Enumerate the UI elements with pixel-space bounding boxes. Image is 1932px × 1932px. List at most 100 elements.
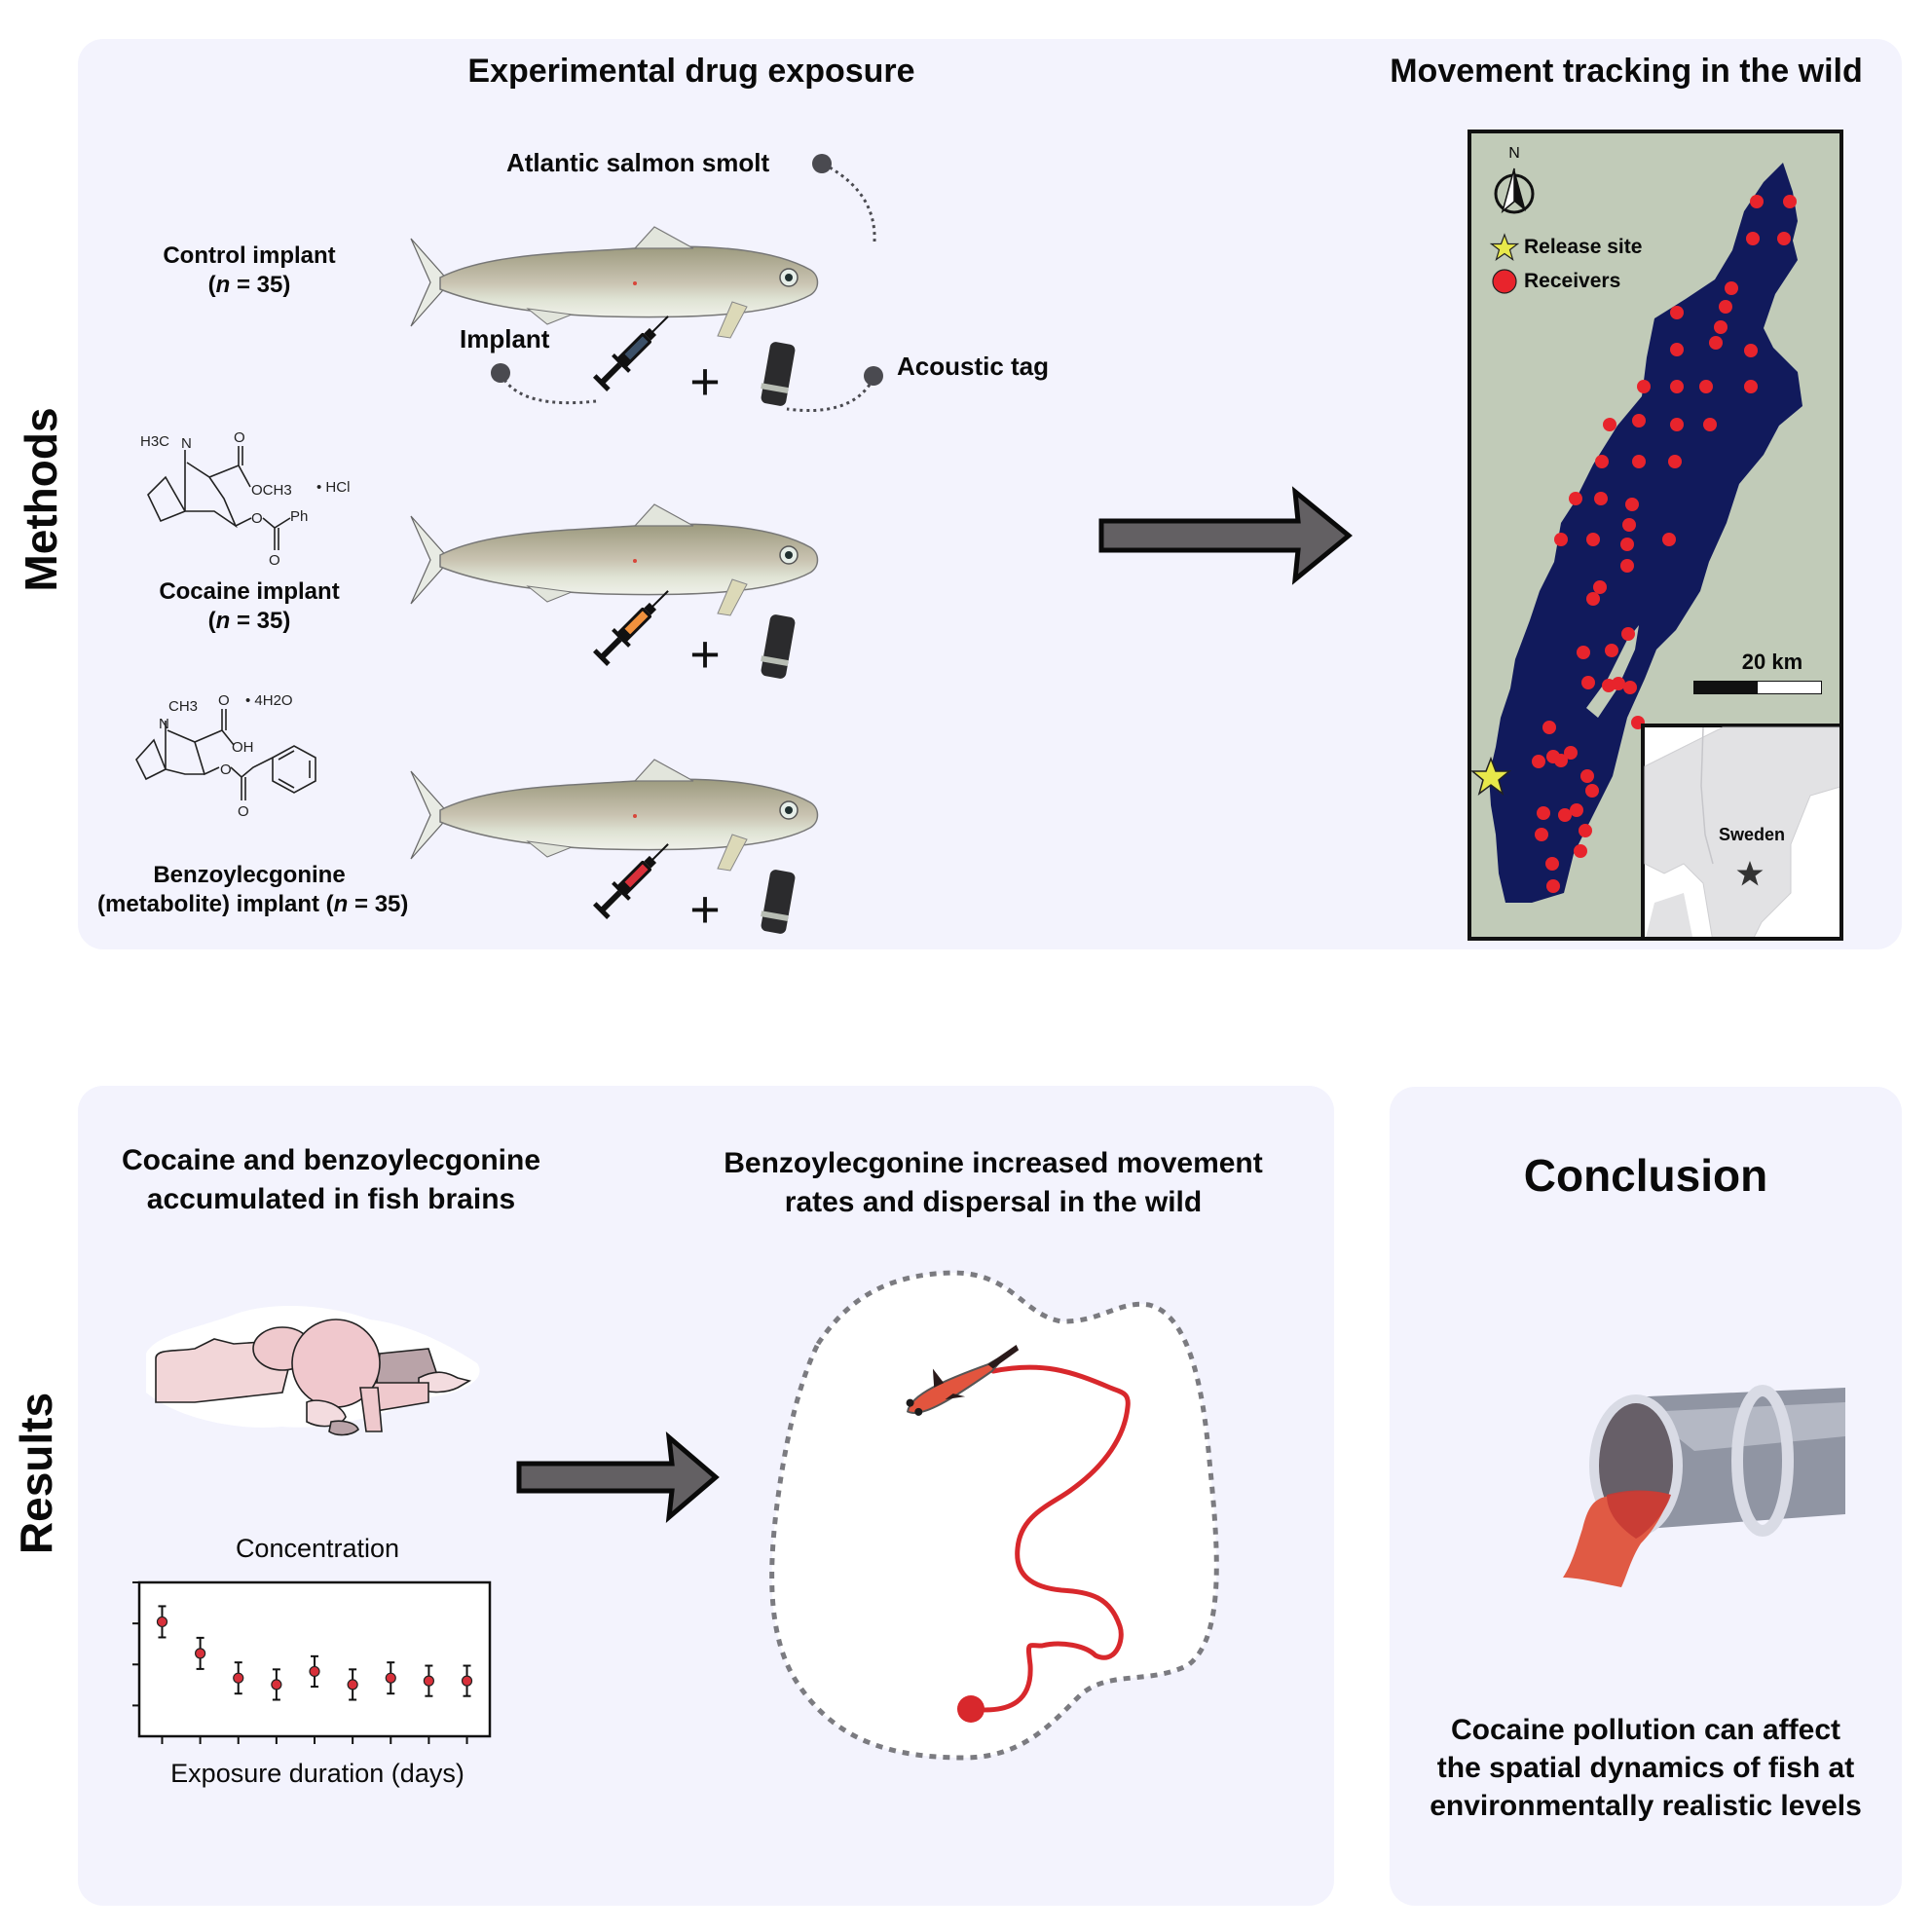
star-icon xyxy=(1489,233,1520,261)
cocaine-structure: H3C N O OCH3 • HCl O Ph O xyxy=(140,429,350,569)
data-marker xyxy=(195,1648,206,1659)
scale-bar: 20 km xyxy=(1693,650,1822,694)
conclusion-text: Cocaine pollution can affect the spatial… xyxy=(1390,1711,1902,1825)
swimming-fish-icon xyxy=(906,1344,1020,1416)
fish-brain-illustration xyxy=(146,1305,480,1436)
syringe-icon-benzoylecgonine xyxy=(592,843,669,919)
receiver-marker xyxy=(1744,344,1758,357)
north-arrow: N xyxy=(1493,145,1536,223)
scale-label: 20 km xyxy=(1741,650,1803,674)
data-point xyxy=(461,1664,473,1697)
receiver-marker xyxy=(1719,300,1732,314)
dispersal-boundary xyxy=(769,1270,1219,1761)
cocaine-group-n: (n = 35) xyxy=(207,608,291,634)
cocaine-o1-label: O xyxy=(234,429,245,446)
receiver-marker xyxy=(1612,677,1625,690)
benzoylecgonine-group-label: Benzoylecgonine (metabolite) implant (n … xyxy=(97,861,408,919)
receiver-marker xyxy=(1579,824,1592,837)
lake-island xyxy=(1586,625,1639,718)
concentration-chart xyxy=(132,1580,492,1744)
receiver-marker xyxy=(1670,418,1684,431)
cocaine-group-name: Cocaine implant xyxy=(159,578,340,605)
legend-item-release-site: Release site xyxy=(1489,231,1642,264)
receiver-marker xyxy=(1585,784,1599,798)
benzoylecgonine-salt-label: • 4H2O xyxy=(245,692,293,709)
receiver-marker xyxy=(1750,195,1764,208)
dispersal-area xyxy=(769,1270,1219,1761)
receiver-marker xyxy=(1670,380,1684,393)
receiver-marker xyxy=(1586,533,1600,546)
receiver-marker xyxy=(1632,414,1646,427)
receiver-marker xyxy=(1558,808,1572,822)
benzoylecgonine-n-label: N xyxy=(159,716,169,732)
chart-x-axis-label: Exposure duration (days) xyxy=(170,1759,464,1788)
receiver-marker xyxy=(1537,806,1550,820)
inset-country-label: Sweden xyxy=(1718,825,1786,844)
receiver-marker xyxy=(1668,455,1682,468)
fish-rows: + + + xyxy=(410,226,819,939)
plus-sign-benzoylecgonine: + xyxy=(689,880,721,939)
benzoylecgonine-structure: CH3 N O • 4H2O OH O O xyxy=(135,692,316,820)
cocaine-methyl-label: H3C xyxy=(140,433,169,450)
receiver-marker xyxy=(1709,336,1723,350)
legend-item-receivers: Receivers xyxy=(1491,264,1642,299)
plus-signs: + + + xyxy=(689,353,721,939)
movement-result-title-line1: Benzoylecgonine increased movement xyxy=(724,1147,1263,1179)
receiver-marker xyxy=(1569,492,1582,505)
benzoylecgonine-methyl-label: CH3 xyxy=(168,698,198,715)
receiver-markers xyxy=(1532,195,1797,893)
benzoylecgonine-acid-label: OH xyxy=(232,739,254,756)
receiver-marker xyxy=(1580,769,1594,783)
receiver-marker xyxy=(1532,755,1545,768)
cocaine-ester-label: OCH3 xyxy=(251,482,292,499)
receiver-marker xyxy=(1670,306,1684,319)
conclusion-text-line1: Cocaine pollution can affect xyxy=(1450,1714,1841,1746)
lake-map: N Release site Receivers 20 km xyxy=(1468,130,1843,941)
receiver-marker xyxy=(1746,232,1760,245)
receiver-marker xyxy=(1603,418,1616,431)
receiver-marker xyxy=(1542,721,1556,734)
syringe-barrel-fill xyxy=(624,864,649,888)
data-point xyxy=(423,1664,434,1697)
callout-connectors xyxy=(491,154,883,413)
receiver-marker xyxy=(1546,879,1560,893)
receiver-marker xyxy=(1605,644,1618,657)
receiver-marker xyxy=(1577,646,1590,659)
movement-result-title: Benzoylecgonine increased movement rates… xyxy=(691,1144,1295,1222)
sweden-inset-map: Sweden xyxy=(1641,724,1839,937)
receiver-marker xyxy=(1632,455,1646,468)
cocaine-o2-label: O xyxy=(251,510,263,527)
movement-start-dot xyxy=(957,1695,985,1723)
lake-shape xyxy=(1489,163,1802,903)
receiver-marker xyxy=(1545,857,1559,871)
data-point xyxy=(385,1661,396,1695)
data-marker xyxy=(309,1665,320,1678)
data-marker xyxy=(385,1672,396,1684)
scandinavia-shape xyxy=(1644,726,1839,937)
receiver-marker xyxy=(1662,533,1676,546)
receiver-marker xyxy=(1777,232,1791,245)
cocaine-salt-label: • HCl xyxy=(316,479,350,496)
receiver-marker xyxy=(1699,380,1713,393)
receiver-marker xyxy=(1744,380,1758,393)
benzoylecgonine-o1-label: O xyxy=(218,692,230,709)
benzoylecgonine-group-name: Benzoylecgonine xyxy=(153,862,346,888)
tag-callout-dot xyxy=(864,366,883,386)
data-point xyxy=(347,1668,358,1701)
implant-callout-dot xyxy=(491,363,510,383)
receiver-marker xyxy=(1703,418,1717,431)
receiver-marker xyxy=(1725,281,1738,295)
north-label: N xyxy=(1508,145,1520,162)
map-legend: Release site Receivers xyxy=(1489,231,1642,299)
fish-callout-line xyxy=(829,166,876,242)
data-point xyxy=(156,1605,168,1639)
exposure-title: Experimental drug exposure xyxy=(467,53,915,90)
cocaine-o3-label: O xyxy=(269,552,280,569)
syringe-icon-control xyxy=(592,316,669,391)
syringe-barrel-fill xyxy=(624,611,649,635)
receiver-marker xyxy=(1620,559,1634,573)
tracking-title: Movement tracking in the wild xyxy=(1390,53,1863,90)
conclusion-text-line2: the spatial dynamics of fish at xyxy=(1436,1752,1855,1784)
fish-callout-dot xyxy=(812,154,832,173)
implant-callout-label: Implant xyxy=(460,324,550,353)
